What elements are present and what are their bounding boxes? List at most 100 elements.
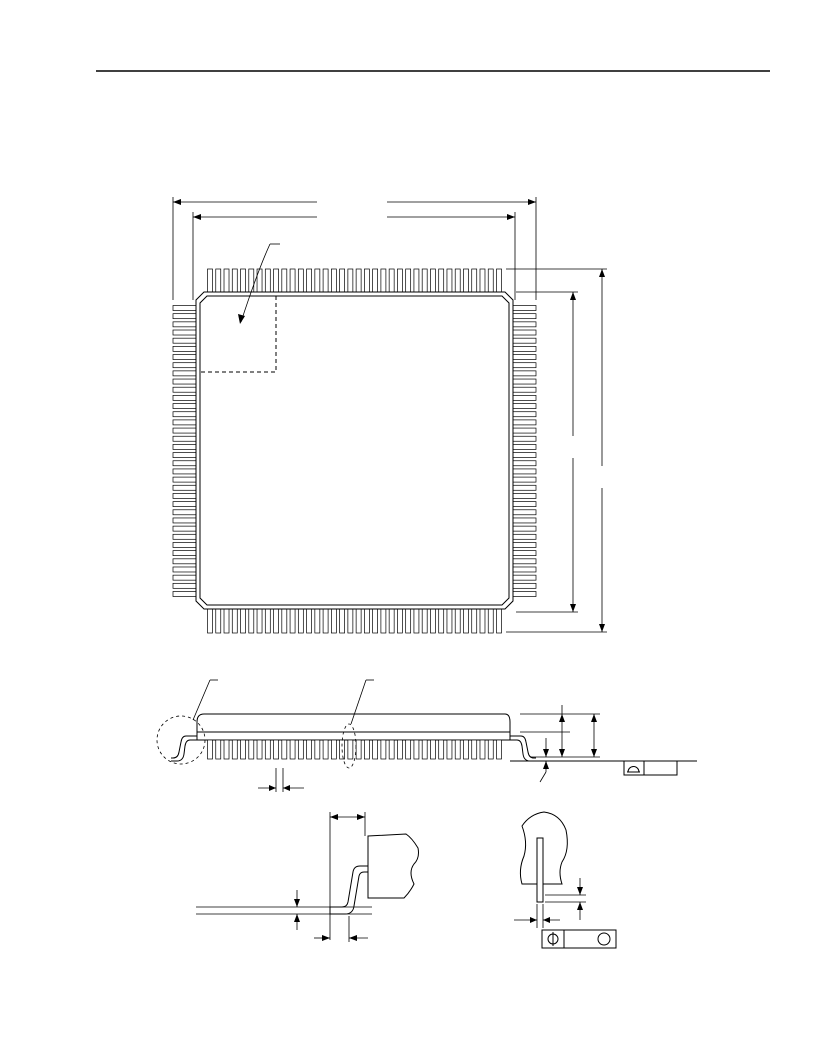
lead: [281, 268, 288, 294]
lead: [172, 362, 198, 369]
lead: [322, 608, 329, 634]
right-gullwing-lead: [510, 735, 536, 759]
lead: [172, 337, 198, 344]
lead: [511, 566, 537, 573]
lead: [463, 608, 469, 634]
top-view: [172, 197, 607, 634]
lead: [511, 517, 537, 524]
lead: [172, 444, 198, 450]
lead: [372, 268, 378, 294]
lead: [372, 739, 378, 760]
lead: [172, 566, 198, 573]
dimension-overall-width: [172, 197, 537, 300]
lead: [463, 739, 469, 760]
lead: [172, 427, 198, 434]
package-body-outer: [195, 291, 514, 610]
lead: [172, 591, 198, 597]
lead: [240, 268, 246, 294]
lead: [207, 608, 213, 634]
lead: [172, 419, 198, 426]
lead: [471, 268, 478, 294]
lead: [421, 608, 428, 634]
lead: [172, 558, 198, 565]
lead: [172, 493, 198, 499]
dimension-lead-pitch: [258, 768, 304, 792]
lead: [511, 509, 537, 516]
lead: [172, 321, 198, 328]
lead: [347, 608, 354, 634]
lead: [331, 268, 337, 294]
lead: [297, 268, 304, 294]
lead: [172, 550, 198, 556]
lead: [511, 378, 537, 385]
lead: [289, 608, 296, 634]
lead: [372, 608, 378, 634]
lead: [172, 305, 198, 311]
lead: [339, 608, 345, 634]
coplanarity-frame: [623, 760, 678, 776]
detail-circle-lead: [156, 715, 206, 765]
lead: [215, 268, 222, 294]
lead: [511, 354, 537, 360]
lead: [223, 739, 230, 760]
lead: [289, 268, 296, 294]
lead: [405, 739, 412, 760]
lead: [207, 268, 213, 294]
lead: [397, 739, 403, 760]
lead: [289, 739, 296, 760]
lead: [172, 509, 198, 516]
lead-front-detail-view: [514, 811, 617, 949]
lead: [388, 268, 395, 294]
lead: [511, 582, 537, 589]
lead: [240, 739, 246, 760]
lead: [273, 608, 279, 634]
lead: [314, 608, 321, 634]
lead: [172, 525, 198, 532]
lead: [172, 386, 198, 393]
side-view: [156, 679, 697, 792]
lead: [306, 268, 312, 294]
lead: [273, 739, 279, 760]
lead: [511, 329, 537, 336]
lead: [511, 476, 537, 483]
lead: [511, 321, 537, 328]
lead: [264, 739, 271, 760]
dimension-overall-height: [506, 268, 607, 633]
lead: [264, 608, 271, 634]
lead: [496, 739, 502, 760]
lead: [446, 608, 453, 634]
lead: [438, 268, 445, 294]
detail-circle-lead-front: [341, 723, 357, 769]
lead: [511, 460, 537, 467]
position-tolerance-frame: [541, 929, 617, 949]
lead: [172, 468, 198, 475]
lead: [172, 484, 198, 491]
lead: [479, 608, 486, 634]
front-lead: [536, 837, 544, 903]
lead: [454, 608, 461, 634]
lead: [322, 268, 329, 294]
lead: [273, 268, 279, 294]
left-gullwing-lead: [171, 735, 197, 759]
lead: [471, 608, 478, 634]
lead: [511, 386, 537, 393]
lead: [297, 608, 304, 634]
dimension-body-height: [516, 291, 578, 613]
lead: [479, 268, 486, 294]
lead: [172, 395, 198, 401]
lead: [511, 403, 537, 409]
lead: [511, 525, 537, 532]
lead: [454, 739, 461, 760]
lead: [172, 354, 198, 360]
lead: [380, 268, 387, 294]
lead: [172, 501, 198, 507]
index-leader-line: [240, 243, 271, 323]
lead: [413, 739, 420, 760]
lead: [339, 268, 345, 294]
lead: [297, 739, 304, 760]
top-leads: [207, 268, 502, 294]
lead: [413, 268, 420, 294]
lead: [331, 739, 337, 760]
lead: [430, 268, 436, 294]
lead: [172, 411, 198, 418]
